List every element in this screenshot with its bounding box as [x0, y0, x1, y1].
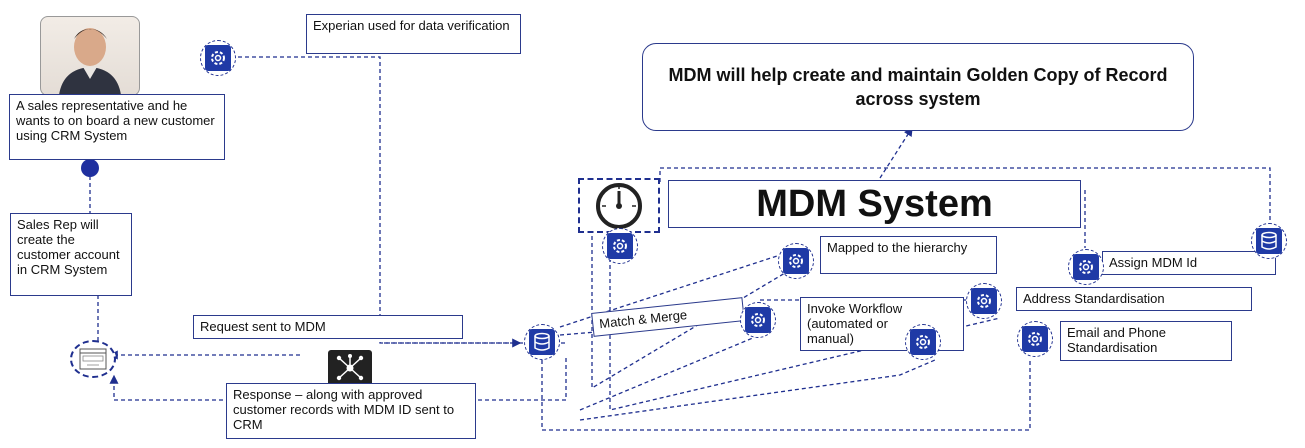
- assign-mdm-id-note: Assign MDM Id: [1102, 251, 1276, 275]
- database-icon: [1251, 223, 1287, 259]
- experian-note: Experian used for data verification: [306, 14, 521, 54]
- gear-icon: [740, 302, 776, 338]
- golden-record-title: MDM will help create and maintain Golden…: [642, 43, 1194, 131]
- gauge-icon: [578, 178, 660, 233]
- person-connector-dot: [81, 159, 99, 177]
- database-icon: [524, 324, 560, 360]
- email-phone-standardisation-note: Email and Phone Standardisation: [1060, 321, 1232, 361]
- mapped-hierarchy-note: Mapped to the hierarchy: [820, 236, 997, 274]
- network-hub-icon: [328, 350, 372, 386]
- gear-icon: [1068, 249, 1104, 285]
- gear-icon: [778, 243, 814, 279]
- request-sent-note: Request sent to MDM: [193, 315, 463, 339]
- sales-rep-intro-note: A sales representative and he wants to o…: [9, 94, 225, 160]
- gear-icon: [966, 283, 1002, 319]
- sales-rep-create-note: Sales Rep will create the customer accou…: [10, 213, 132, 296]
- browser-icon: [70, 340, 116, 378]
- person-photo: [40, 16, 140, 96]
- response-note: Response – along with approved customer …: [226, 383, 476, 439]
- address-standardisation-note: Address Standardisation: [1016, 287, 1252, 311]
- gear-icon: [905, 324, 941, 360]
- gear-icon: [200, 40, 236, 76]
- gear-icon: [1017, 321, 1053, 357]
- gear-icon: [602, 228, 638, 264]
- mdm-system-label: MDM System: [668, 180, 1081, 228]
